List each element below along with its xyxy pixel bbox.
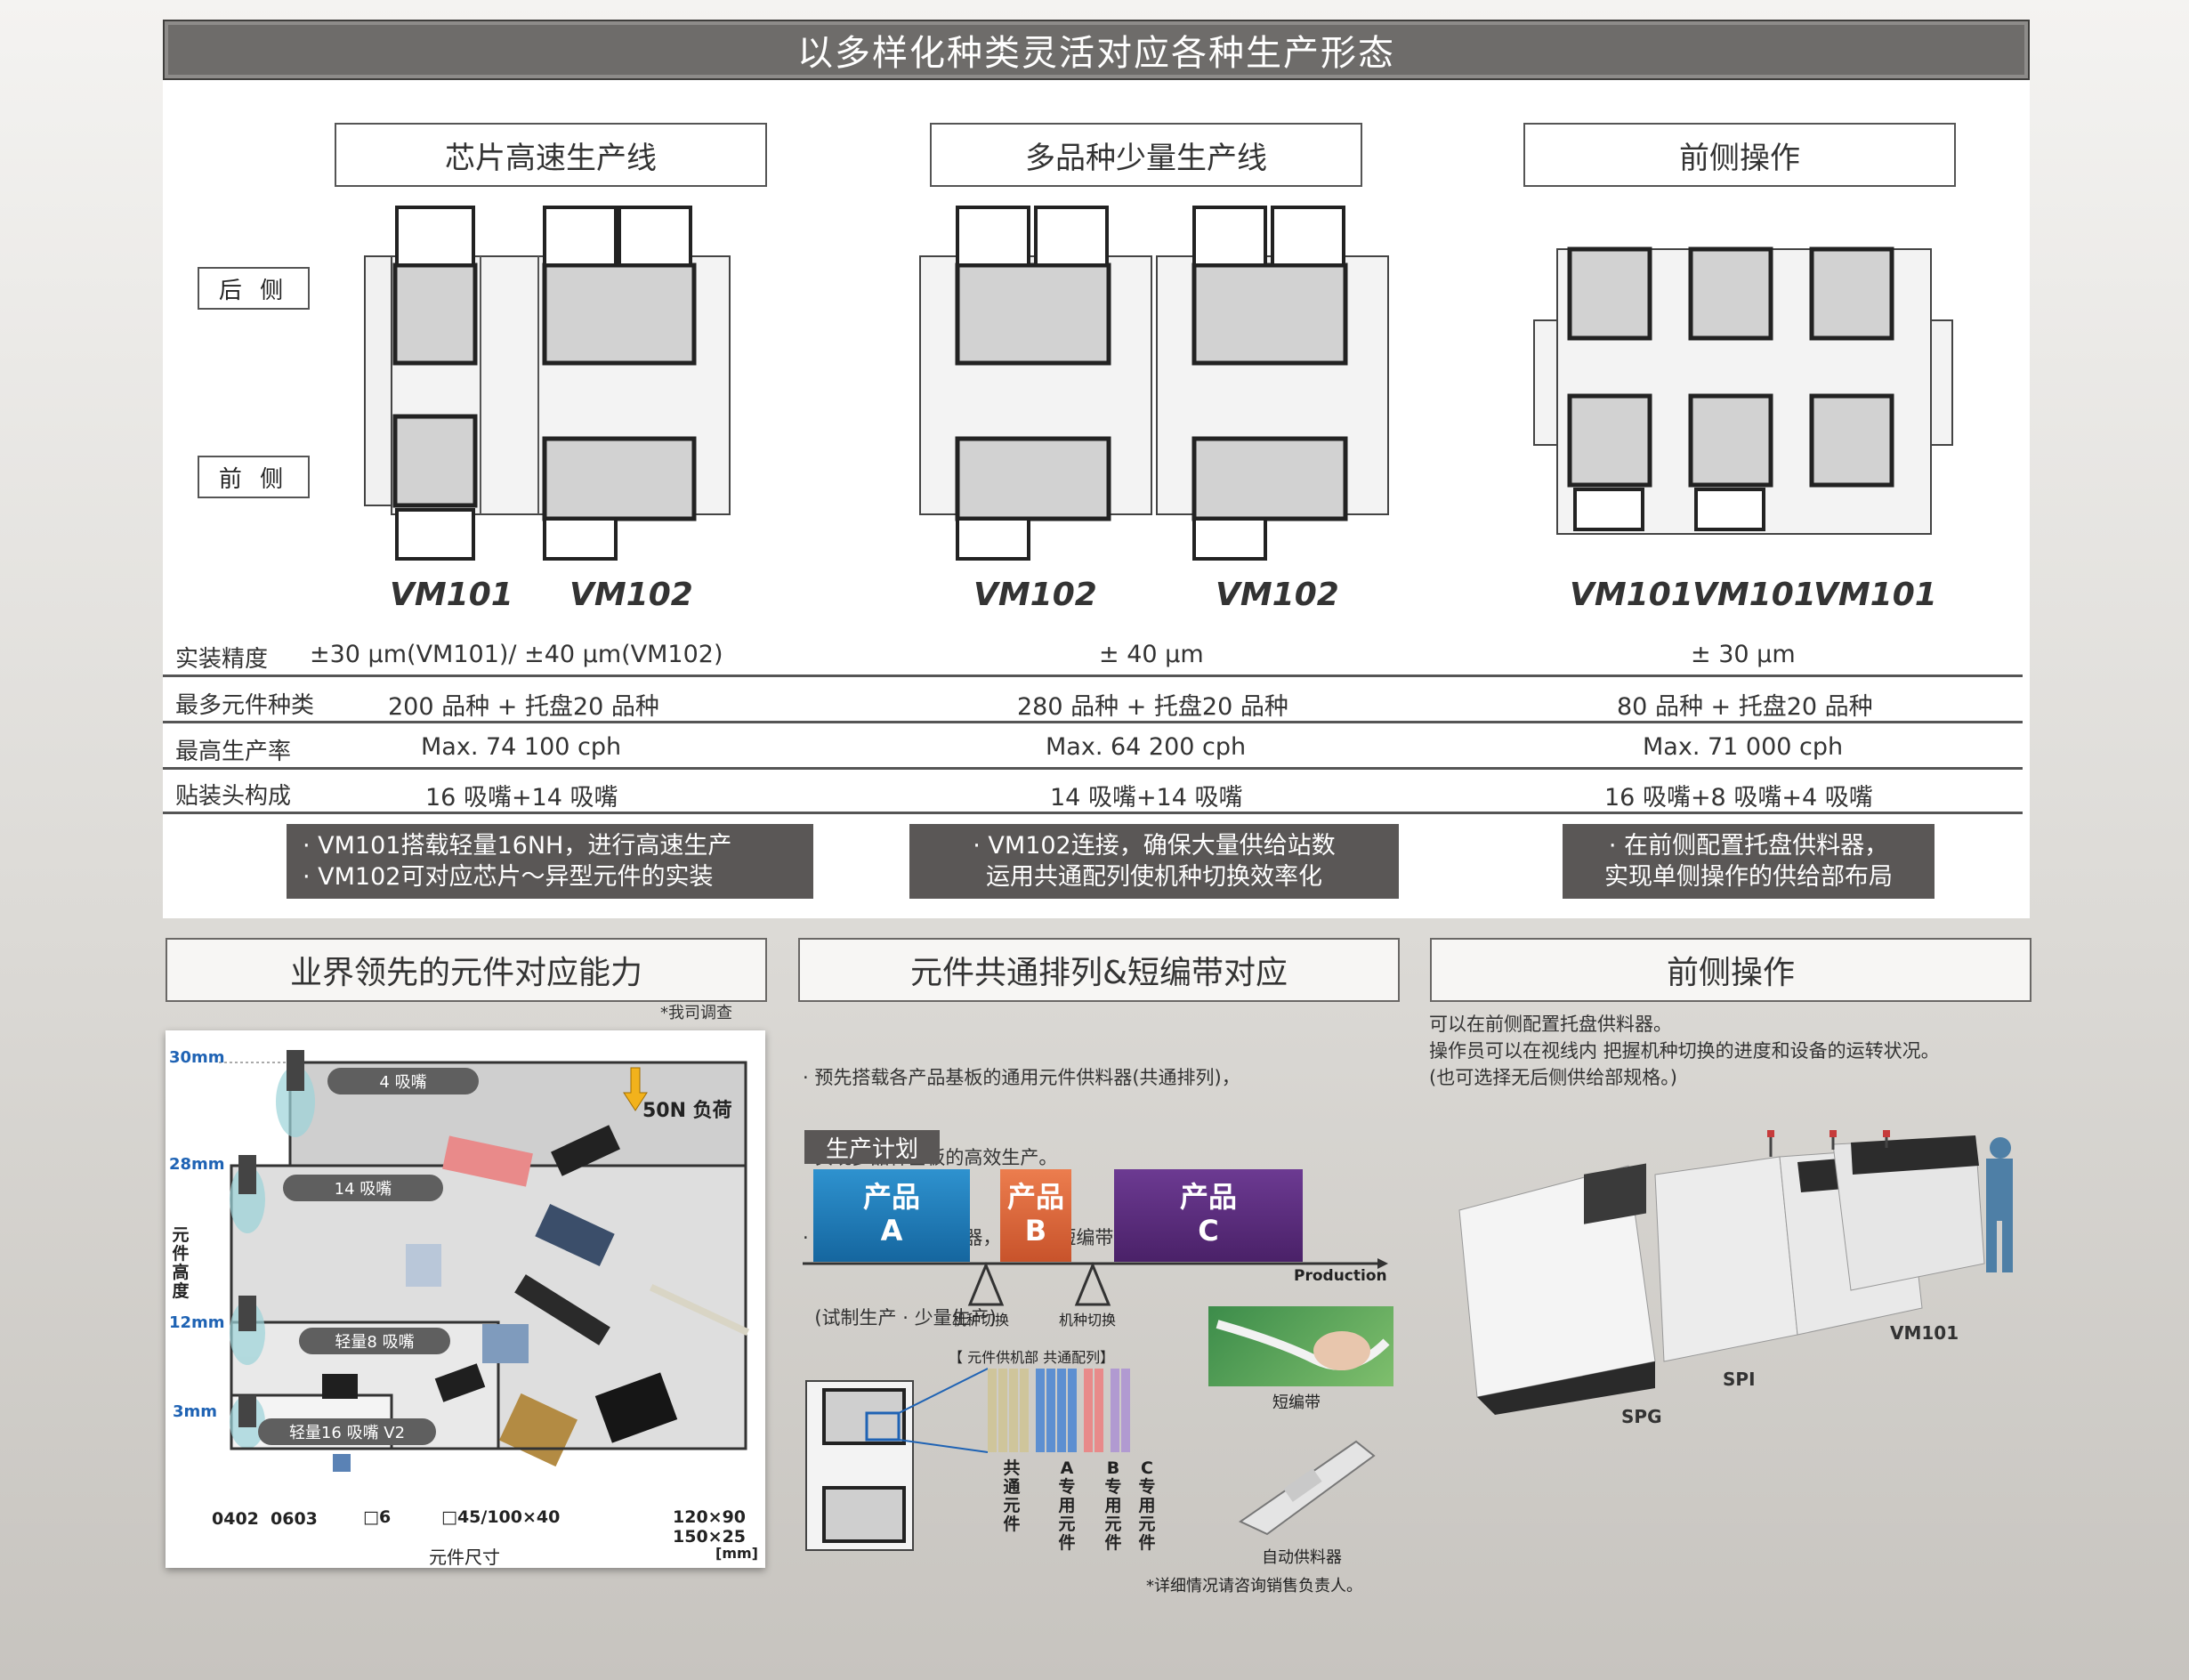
note-mixed-line: · VM102连接，确保大量供给站数运用共通配列使机种切换效率化 [909, 824, 1399, 899]
nozzle-label: 4 吸嘴 [327, 1068, 479, 1094]
machine-label-spg: SPG [1621, 1406, 1662, 1427]
machine-label-spi: SPI [1723, 1369, 1756, 1390]
production-label: Production [1294, 1267, 1387, 1285]
spec-row-types: 最多元件种类 200 品种 + 托盘20 品种 280 品种 + 托盘20 品种… [163, 676, 2023, 723]
height-tick: 3mm [173, 1402, 218, 1421]
section-title-front-op: 前侧操作 [1430, 938, 2031, 1002]
feeder-array-diagram [805, 1368, 1130, 1551]
production-line-photo [1458, 1130, 2013, 1415]
nozzle-label: 14 吸嘴 [283, 1175, 443, 1201]
model-label: VM101 [390, 577, 513, 613]
x-axis-label: 元件尺寸 [429, 1547, 500, 1568]
sales-footnote: *详细情况请咨询销售负责人。 [1146, 1577, 1362, 1595]
height-tick: 12mm [169, 1313, 225, 1332]
model-label: VM102 [569, 577, 693, 613]
model-label: VM101 [1570, 577, 1693, 613]
x-tick: 0603 [271, 1509, 318, 1529]
machine-label-vm101: VM101 [1890, 1322, 1959, 1344]
model-label: VM102 [1216, 577, 1339, 613]
short-tape-photo [1208, 1306, 1393, 1386]
production-timeline [803, 1258, 1388, 1306]
section-title-common-array: 元件共通排列&短编带对应 [798, 938, 1400, 1002]
feeder-group-label: A专用元件 [1058, 1458, 1076, 1553]
x-unit: [mm] [715, 1545, 758, 1562]
x-tick: 150×25 [673, 1527, 747, 1547]
machine-drawing-front-op [1533, 246, 1953, 535]
machine-drawing-chip-line [364, 206, 731, 561]
note-chip-line: · VM101搭载轻量16NH，进行高速生产· VM102可对应芯片～异型元件的… [287, 824, 813, 899]
model-label: VM102 [973, 577, 1097, 613]
x-tick: 120×90 [673, 1507, 747, 1527]
feeder-group-label: C专用元件 [1138, 1458, 1156, 1553]
feeder-group-label: 共通元件 [1003, 1458, 1021, 1534]
page-banner: 以多样化种类灵活对应各种生产形态 [163, 20, 2030, 80]
nozzle-label: 轻量8 吸嘴 [299, 1328, 450, 1354]
y-axis-label: 元件高度 [172, 1225, 190, 1301]
feeder-array-caption: 【 元件供机部 共通配列】 [949, 1349, 1115, 1366]
column-title-mixed-line: 多品种少量生产线 [930, 123, 1362, 187]
model-label: VM101 [1692, 577, 1816, 613]
production-plan-tag: 生产计划 [804, 1130, 940, 1164]
x-tick: □6 [363, 1507, 392, 1527]
model-label: VM101 [1813, 577, 1937, 613]
auto-feeder-image [1238, 1440, 1376, 1536]
spec-row-head: 贴装头构成 16 吸嘴+14 吸嘴 14 吸嘴+14 吸嘴 16 吸嘴+8 吸嘴… [163, 767, 2023, 814]
auto-feeder-label: 自动供料器 [1262, 1548, 1342, 1567]
x-tick: 0402 [212, 1509, 259, 1529]
spec-row-accuracy: 实装精度 ±30 μm(VM101)/ ±40 μm(VM102) ± 40 μ… [163, 630, 2023, 677]
feeder-group-label: B专用元件 [1104, 1458, 1122, 1553]
spec-row-rate: 最高生产率 Max. 74 100 cph Max. 64 200 cph Ma… [163, 723, 2023, 770]
machine-drawing-mixed-line [919, 206, 1389, 561]
switch-label: 机种切换 [1059, 1312, 1117, 1329]
x-tick: □45/100×40 [441, 1507, 561, 1527]
rear-side-label: 后 侧 [198, 267, 310, 310]
height-tick: 30mm [169, 1048, 225, 1067]
survey-footnote: *我司调查 [660, 1004, 732, 1022]
load-label: 50N 负荷 [642, 1100, 732, 1122]
switch-label: 机种切换 [952, 1312, 1010, 1329]
short-tape-label: 短编带 [1272, 1393, 1321, 1412]
front-side-label: 前 侧 [198, 456, 310, 498]
section-title-capability: 业界领先的元件对应能力 [166, 938, 767, 1002]
column-title-chip-line: 芯片高速生产线 [335, 123, 767, 187]
note-front-op: · 在前侧配置托盘供料器，实现单侧操作的供给部布局 [1563, 824, 1935, 899]
height-tick: 28mm [169, 1155, 225, 1174]
front-op-description: 可以在前侧配置托盘供料器。 操作员可以在视线内 把握机种切换的进度和设备的运转状… [1429, 1014, 1940, 1088]
nozzle-label: 轻量16 吸嘴 V2 [258, 1418, 436, 1445]
capability-chart: 30mm 28mm 12mm 3mm 元件高度 4 吸嘴 14 吸嘴 轻量8 吸… [166, 1030, 765, 1568]
column-title-front-op: 前侧操作 [1523, 123, 1956, 187]
